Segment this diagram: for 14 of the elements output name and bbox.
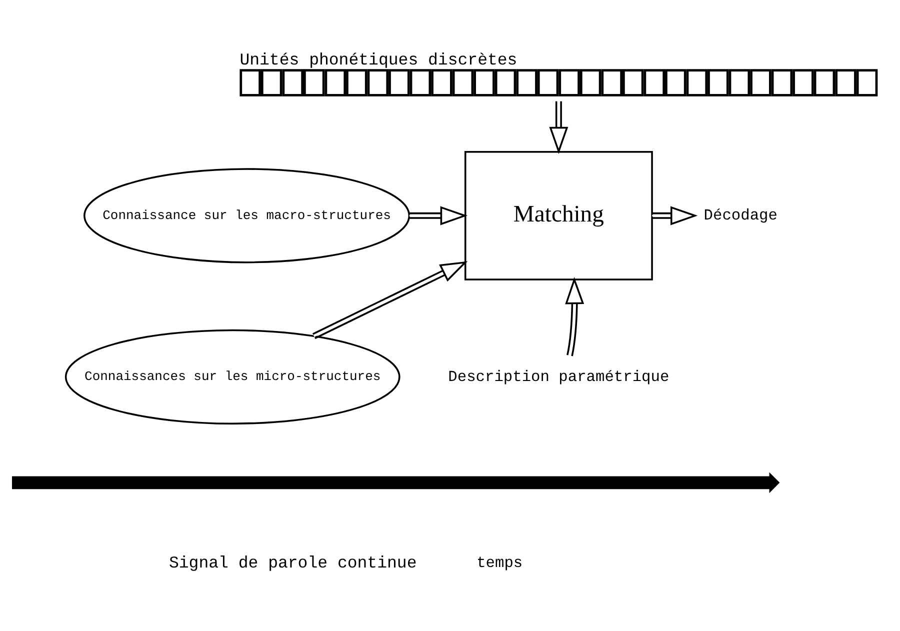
node-label: Signal de parole continue bbox=[168, 553, 417, 572]
arrow bbox=[312, 261, 468, 340]
node-ellipse: Connaissances sur les micro-structures bbox=[64, 329, 400, 424]
label: temps bbox=[476, 554, 523, 572]
arrow bbox=[549, 101, 568, 154]
arrow bbox=[409, 206, 468, 226]
arrow bbox=[652, 206, 698, 226]
node-text: Décodage bbox=[704, 206, 778, 225]
arrow bbox=[565, 276, 584, 356]
node-box: Matching bbox=[464, 151, 653, 280]
node-label: Unités phonétiques discrètes bbox=[240, 50, 518, 70]
node-picture bbox=[12, 472, 780, 494]
node-text: Description paramétrique bbox=[448, 368, 670, 386]
node-ellipse: Connaissance sur les macro-structures bbox=[84, 168, 410, 264]
